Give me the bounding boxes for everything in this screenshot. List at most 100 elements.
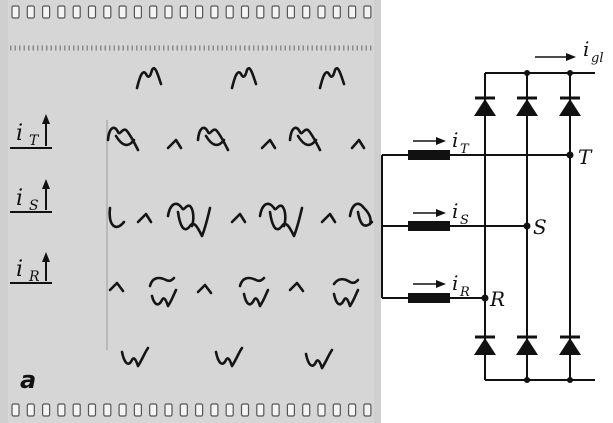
film-perforation [348, 403, 357, 417]
film-perforation [271, 403, 280, 417]
output-current-arrow: i gl [535, 37, 603, 66]
node-T-dot [566, 151, 574, 159]
trace-mark [230, 67, 258, 90]
trace-mark [114, 134, 136, 147]
trace-mark [230, 212, 247, 224]
current-label-iS-sub: S [460, 213, 469, 228]
junction-dot [567, 70, 573, 76]
trace-mark [348, 202, 372, 226]
film-perforation [118, 403, 127, 417]
film-perforation [317, 5, 326, 19]
film-perforation [225, 5, 234, 19]
trace-mark [238, 276, 266, 288]
trace-mark [318, 67, 346, 90]
junction-dot [524, 70, 530, 76]
trace-mark [242, 288, 270, 308]
trace-mark [166, 202, 195, 228]
trace-label-iS-main: i [16, 186, 23, 211]
node-S-dot [523, 222, 531, 230]
film-perforation [302, 403, 311, 417]
trace-mark [108, 281, 125, 293]
trace-mark [166, 138, 183, 150]
trace-label-iR: i R [10, 252, 52, 285]
film-perforation [210, 5, 219, 19]
film-perforation [11, 5, 20, 19]
trace-mark [260, 138, 277, 150]
film-perforation [103, 403, 112, 417]
film-frame [8, 0, 374, 423]
trace-mark [108, 206, 126, 229]
film-perforation [240, 403, 250, 417]
output-current-main: i [583, 37, 589, 61]
perforations-top [11, 5, 372, 19]
diode-upper-S [516, 96, 538, 116]
trace-label-iT: i T [10, 114, 52, 149]
trace-mark [332, 288, 360, 308]
trace-mark [258, 202, 287, 228]
film-perforation [57, 5, 66, 19]
film-perforation [133, 403, 142, 417]
film-perforation [302, 5, 311, 19]
film-perforation [225, 403, 234, 417]
trace-mark [136, 212, 153, 224]
film-perforation [164, 5, 173, 19]
film-perforation [118, 5, 127, 19]
film-perforation [103, 5, 112, 19]
trace-mark [148, 276, 176, 288]
panel-label: a [20, 366, 36, 394]
film-perforation [286, 5, 295, 19]
film-perforation [26, 5, 35, 19]
inductor-R [408, 293, 450, 303]
film-perforation [72, 403, 81, 417]
film-perforation [164, 403, 173, 417]
film-perforation [195, 5, 204, 19]
film-perforation [286, 403, 295, 417]
node-label-R: R [489, 287, 505, 311]
current-label-iR-sub: R [459, 285, 470, 300]
film-perforation [133, 5, 142, 19]
film-perforation [57, 403, 66, 417]
inductor-S [408, 221, 450, 231]
diode-upper-R [474, 96, 496, 116]
node-R-dot [481, 294, 489, 302]
inductor-T [408, 150, 450, 160]
film-perforation [11, 403, 20, 417]
film-perforation [72, 5, 81, 19]
trace-mark [320, 212, 337, 224]
trace-mark [204, 134, 226, 147]
trace-mark [356, 210, 374, 227]
trace-label-iT-sub: T [29, 133, 40, 149]
junction-dot [524, 377, 530, 383]
film-perforation [363, 403, 372, 417]
diode-upper-T [559, 96, 581, 116]
film-strip: i T i S i R [0, 0, 381, 423]
current-label-iS-main: i [452, 199, 458, 223]
perforations-bottom [11, 403, 372, 417]
current-arrow-iS: i S [413, 199, 469, 228]
film-perforation [179, 5, 188, 19]
film-perforation [271, 5, 280, 19]
trace-mark [196, 283, 213, 295]
current-label-iT-main: i [452, 128, 458, 152]
film-perforation [256, 5, 265, 19]
film-perforation [179, 403, 188, 417]
film-perforation [41, 5, 51, 19]
current-arrow-iR: i R [413, 271, 470, 300]
trace-mark [288, 126, 322, 152]
film-perforation [240, 5, 250, 19]
trace-mark [304, 348, 334, 370]
film-perforation [195, 403, 204, 417]
trace-mark [196, 126, 230, 152]
trace-mark [106, 126, 140, 152]
trace-mark [150, 288, 178, 308]
trace-mark [120, 346, 150, 368]
film-perforation [87, 5, 97, 19]
node-label-S: S [533, 215, 547, 239]
rectifier-circuit: i gl [381, 37, 603, 383]
film-perforation [87, 403, 97, 417]
oscillogram-traces [106, 67, 374, 370]
trace-label-iS-sub: S [29, 198, 39, 214]
trace-mark [268, 206, 304, 238]
current-arrow-iT: i T [413, 128, 470, 157]
trace-mark [350, 138, 366, 150]
